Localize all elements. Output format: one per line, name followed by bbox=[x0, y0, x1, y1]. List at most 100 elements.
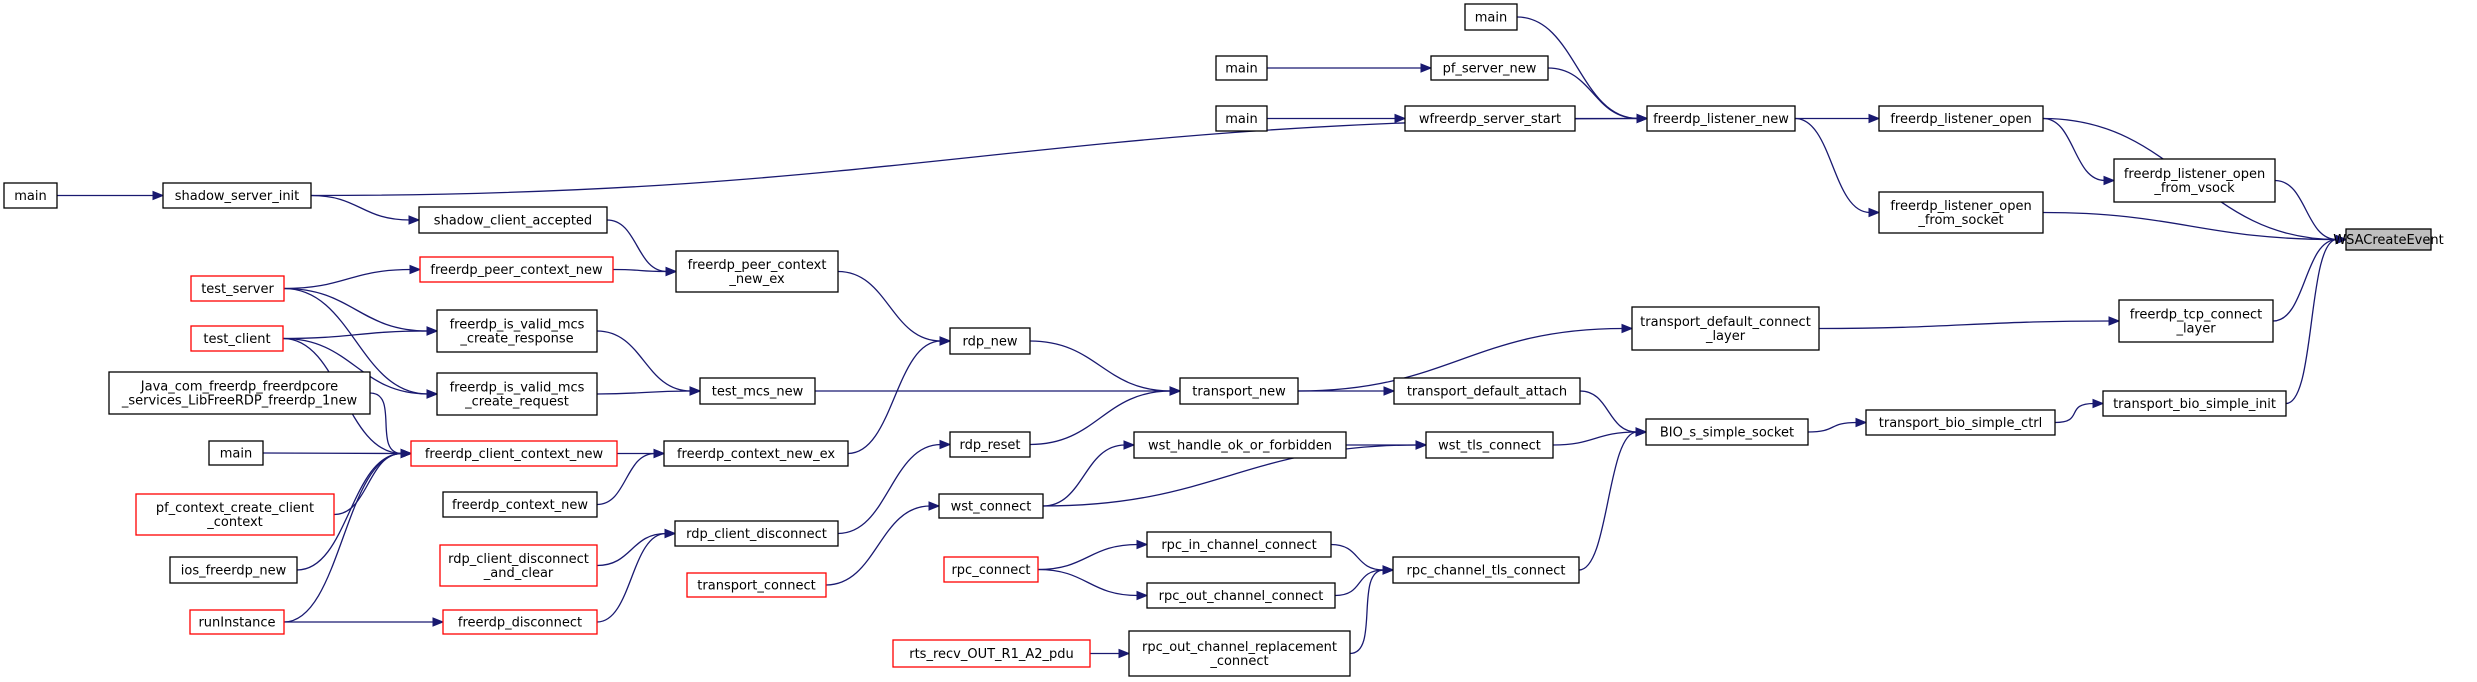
node-pctx[interactable]: freerdp_peer_context_new bbox=[419, 256, 614, 283]
node-wstc[interactable]: wst_connect bbox=[938, 493, 1044, 519]
node-ctxnewex[interactable]: freerdp_context_new_ex bbox=[663, 440, 849, 467]
node-label: freerdp_listener_open bbox=[1890, 112, 2031, 127]
node-box bbox=[938, 493, 1044, 519]
node-mcsresp[interactable]: freerdp_is_valid_mcs_create_response bbox=[436, 309, 598, 353]
node-rpcc[interactable]: rpc_connect bbox=[943, 556, 1039, 583]
node-pfcctx[interactable]: pf_context_create_client_context bbox=[135, 493, 335, 536]
node-label: main bbox=[1225, 62, 1257, 77]
edge-runi-to-fdisc bbox=[284, 617, 445, 627]
node-wfstart[interactable]: wfreerdp_server_start bbox=[1404, 105, 1576, 132]
edge-tmcs-to-tnew bbox=[815, 386, 1182, 396]
node-tdcl[interactable]: transport_default_connect_layer bbox=[1631, 306, 1820, 351]
node-box bbox=[1404, 105, 1576, 132]
node-tbinit[interactable]: transport_bio_simple_init bbox=[2102, 390, 2287, 417]
node-rcdc[interactable]: rdp_client_disconnect_and_clear bbox=[439, 544, 598, 587]
node-label: rdp_new bbox=[963, 335, 1018, 350]
node-scacc[interactable]: shadow_client_accepted bbox=[418, 206, 608, 234]
node-rpctls[interactable]: rpc_channel_tls_connect bbox=[1392, 556, 1580, 584]
node-label: wfreerdp_server_start bbox=[1419, 112, 1561, 127]
node-box bbox=[949, 327, 1031, 355]
node-label: shadow_server_init bbox=[175, 189, 300, 204]
node-bio[interactable]: BIO_s_simple_socket bbox=[1645, 418, 1809, 446]
node-box bbox=[675, 250, 839, 293]
node-box bbox=[949, 431, 1031, 458]
node-label: freerdp_client_context_new bbox=[425, 447, 604, 462]
node-label: _create_response bbox=[459, 332, 573, 347]
node-main4[interactable]: main bbox=[3, 182, 58, 209]
edge-rpcc-to-rpcin bbox=[1037, 539, 1149, 571]
node-pctxex[interactable]: freerdp_peer_context_new_ex bbox=[675, 250, 839, 293]
node-box bbox=[436, 372, 598, 416]
node-label: rpc_in_channel_connect bbox=[1161, 538, 1316, 553]
node-wsa[interactable]: WSACreateEvent bbox=[2333, 228, 2444, 251]
node-rpcout[interactable]: rpc_out_channel_connect bbox=[1146, 582, 1336, 609]
node-box bbox=[1179, 377, 1299, 405]
node-wsthok[interactable]: wst_handle_ok_or_forbidden bbox=[1133, 431, 1347, 459]
node-ssinit[interactable]: shadow_server_init bbox=[162, 182, 312, 209]
node-box bbox=[663, 440, 849, 467]
node-lnew[interactable]: freerdp_listener_new bbox=[1646, 105, 1796, 132]
node-label: wst_handle_ok_or_forbidden bbox=[1148, 439, 1332, 454]
node-box bbox=[419, 256, 614, 283]
node-main2[interactable]: main bbox=[1215, 55, 1268, 81]
node-rpcrep[interactable]: rpc_out_channel_replacement_connect bbox=[1128, 630, 1351, 677]
edge-tserver-to-mcsresp bbox=[283, 287, 439, 336]
node-ios[interactable]: ios_freerdp_new bbox=[169, 556, 298, 584]
node-label: freerdp_listener_open bbox=[1890, 199, 2031, 214]
node-cctx[interactable]: freerdp_client_context_new bbox=[410, 440, 618, 467]
node-rpcin[interactable]: rpc_in_channel_connect bbox=[1146, 531, 1332, 558]
node-label: freerdp_context_new_ex bbox=[677, 447, 835, 462]
node-label: _layer bbox=[2175, 322, 2216, 337]
node-box bbox=[1878, 105, 2044, 132]
node-label: main bbox=[220, 447, 252, 462]
node-label: rts_recv_OUT_R1_A2_pdu bbox=[909, 647, 1074, 662]
node-lvsock[interactable]: freerdp_listener_open_from_vsock bbox=[2113, 158, 2276, 203]
node-ctxnew[interactable]: freerdp_context_new bbox=[442, 491, 598, 518]
node-rdpnew[interactable]: rdp_new bbox=[949, 327, 1031, 355]
node-lsock[interactable]: freerdp_listener_open_from_socket bbox=[1878, 191, 2044, 234]
edges-layer bbox=[57, 16, 2348, 659]
node-rtsr[interactable]: rts_recv_OUT_R1_A2_pdu bbox=[892, 639, 1091, 668]
node-rdpreset[interactable]: rdp_reset bbox=[949, 431, 1031, 458]
node-label: wst_connect bbox=[951, 500, 1032, 515]
node-box bbox=[1392, 556, 1580, 584]
node-tnew[interactable]: transport_new bbox=[1179, 377, 1299, 405]
node-label: BIO_s_simple_socket bbox=[1660, 426, 1794, 441]
node-label: transport_default_attach bbox=[1407, 385, 1567, 400]
node-lopen[interactable]: freerdp_listener_open bbox=[1878, 105, 2044, 132]
node-label: freerdp_is_valid_mcs bbox=[450, 318, 585, 333]
node-java[interactable]: Java_com_freerdp_freerdpcore_services_Li… bbox=[108, 371, 371, 415]
edge-rpctls-to-bio bbox=[1578, 427, 1648, 571]
node-tclient[interactable]: test_client bbox=[190, 325, 284, 352]
edge-tserver-to-pctx bbox=[283, 264, 422, 290]
node-tdatt[interactable]: transport_default_attach bbox=[1393, 377, 1581, 405]
node-box bbox=[442, 491, 598, 518]
node-wsttls[interactable]: wst_tls_connect bbox=[1425, 431, 1554, 459]
edge-ctxnewex-to-rdpnew bbox=[847, 336, 952, 455]
node-rcd[interactable]: rdp_client_disconnect bbox=[674, 520, 839, 547]
node-tcpcl[interactable]: freerdp_tcp_connect_layer bbox=[2118, 299, 2274, 343]
node-mcsreq[interactable]: freerdp_is_valid_mcs_create_request bbox=[436, 372, 598, 416]
node-label: _services_LibFreeRDP_freerdp_1new bbox=[121, 394, 358, 409]
node-box bbox=[189, 609, 285, 635]
edge-rdpreset-to-tnew bbox=[1029, 386, 1182, 446]
node-label: runInstance bbox=[198, 616, 275, 631]
node-label: test_client bbox=[203, 332, 270, 347]
edge-main2-to-pfsrv bbox=[1267, 63, 1433, 73]
node-runi[interactable]: runInstance bbox=[189, 609, 285, 635]
node-fdisc[interactable]: freerdp_disconnect bbox=[442, 609, 598, 635]
node-tconn[interactable]: transport_connect bbox=[686, 572, 827, 598]
node-main1[interactable]: main bbox=[1464, 3, 1518, 31]
node-main5[interactable]: main bbox=[208, 440, 264, 466]
node-pfsrv[interactable]: pf_server_new bbox=[1430, 55, 1549, 81]
node-box bbox=[2118, 299, 2274, 343]
node-tbctrl[interactable]: transport_bio_simple_ctrl bbox=[1865, 409, 2056, 436]
edge-tconn-to-wstc bbox=[825, 501, 941, 586]
edge-main3-to-wfstart bbox=[1267, 113, 1407, 124]
node-main3[interactable]: main bbox=[1215, 105, 1268, 132]
edge-ssinit-to-lnew bbox=[310, 113, 1649, 197]
node-tserver[interactable]: test_server bbox=[190, 275, 285, 302]
edge-rpcrep-to-rpctls bbox=[1349, 565, 1395, 655]
node-box bbox=[1393, 377, 1581, 405]
node-tmcs[interactable]: test_mcs_new bbox=[699, 377, 816, 405]
